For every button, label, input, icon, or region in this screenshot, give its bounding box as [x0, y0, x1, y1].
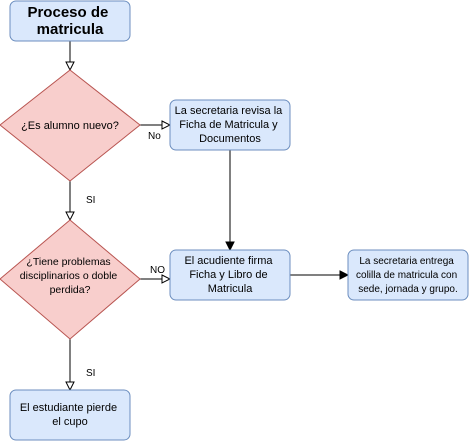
guardian-signs-label-line: Ficha y Libro de — [189, 269, 267, 281]
guardian-signs-box — [169, 249, 291, 301]
node-decision-new-student[interactable]: ¿Es alumno nuevo? — [0, 69, 141, 182]
start-label-line: Proceso de — [27, 4, 108, 21]
edge-label-new-no: No — [148, 131, 161, 142]
student-loses-label: El estudiante pierde el cupo — [20, 402, 120, 428]
secretary-delivers-label-line: sede, jornada y grupo. — [358, 284, 458, 295]
decision-discipline-label-line: disciplinarios o doble — [20, 270, 118, 282]
student-loses-label-line: el cupo — [52, 416, 87, 428]
start-label: Proceso de matricula — [27, 4, 112, 38]
decision-discipline-label-line: ¿Tiene problemas — [26, 256, 110, 268]
secretary-delivers-label: La secretaria entrega colilla de matricu… — [356, 256, 460, 295]
edge-label-discipline-yes: SI — [86, 368, 95, 379]
start-label-line: matricula — [37, 21, 104, 38]
secretary-delivers-label-line: colilla de matricula con — [356, 270, 457, 281]
node-start[interactable]: Proceso de matricula — [9, 0, 131, 42]
node-secretary-delivers[interactable]: La secretaria entrega colilla de matricu… — [347, 249, 469, 301]
decision-new-student-label-line: ¿Es alumno nuevo? — [21, 120, 119, 132]
guardian-signs-label-line: El acudiente firma — [184, 255, 273, 267]
edge-labels: No SI NO SI — [86, 131, 165, 379]
student-loses-box — [9, 389, 131, 441]
decision-new-student-label: ¿Es alumno nuevo? — [21, 120, 119, 132]
guardian-signs-label: El acudiente firma Ficha y Libro de Matr… — [184, 255, 275, 295]
decision-discipline-shape — [0, 219, 141, 340]
student-loses-label-line: El estudiante pierde — [20, 402, 117, 414]
node-secretary-review[interactable]: La secretaria revisa la Ficha de Matricu… — [169, 99, 291, 151]
secretary-review-label-line: Ficha de Matricula y — [179, 119, 278, 131]
secretary-delivers-label-line: La secretaria entrega — [359, 256, 454, 267]
decision-discipline-label-line: perdida? — [50, 284, 91, 296]
secretary-review-label: La secretaria revisa la Ficha de Matricu… — [175, 105, 286, 145]
secretary-review-label-line: La secretaria revisa la — [175, 105, 283, 117]
secretary-review-box — [169, 99, 291, 151]
edges — [70, 41, 348, 390]
secretary-review-label-line: Documentos — [199, 133, 261, 145]
secretary-delivers-box — [347, 249, 469, 301]
node-guardian-signs[interactable]: El acudiente firma Ficha y Libro de Matr… — [169, 249, 291, 301]
decision-discipline-label: ¿Tiene problemas disciplinarios o doble … — [20, 256, 120, 296]
start-box — [9, 0, 131, 42]
edge-label-discipline-no: NO — [150, 265, 165, 276]
edge-label-new-yes: SI — [86, 195, 95, 206]
node-student-loses[interactable]: El estudiante pierde el cupo — [9, 389, 131, 441]
node-decision-discipline[interactable]: ¿Tiene problemas disciplinarios o doble … — [0, 219, 141, 340]
decision-new-student-shape — [0, 69, 141, 182]
guardian-signs-label-line: Matricula — [208, 283, 254, 295]
